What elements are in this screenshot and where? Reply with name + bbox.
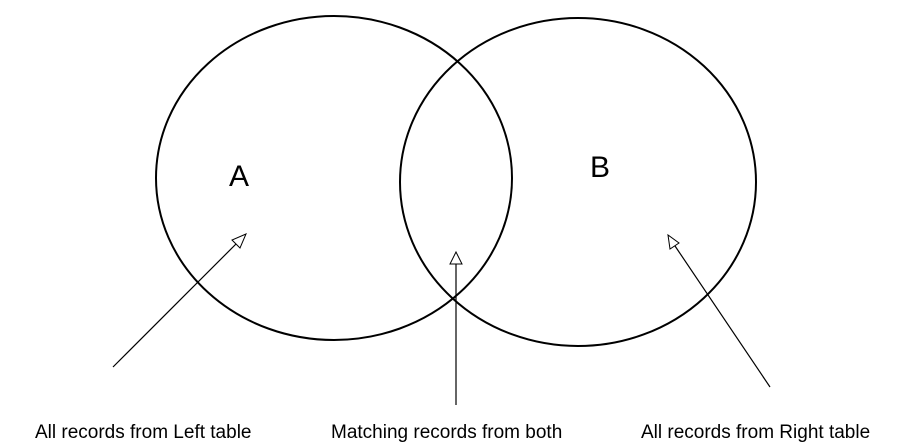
arrow-middle: [449, 250, 463, 405]
caption-middle: Matching records from both: [331, 422, 562, 443]
set-b-label: B: [590, 151, 610, 184]
caption-right: All records from Right table: [641, 422, 870, 443]
set-b-circle: [399, 17, 757, 347]
set-a-label: A: [229, 160, 249, 193]
set-a-circle: [155, 15, 513, 341]
arrow-right: [667, 233, 771, 388]
caption-left: All records from Left table: [35, 422, 251, 443]
arrow-left: [112, 233, 247, 368]
